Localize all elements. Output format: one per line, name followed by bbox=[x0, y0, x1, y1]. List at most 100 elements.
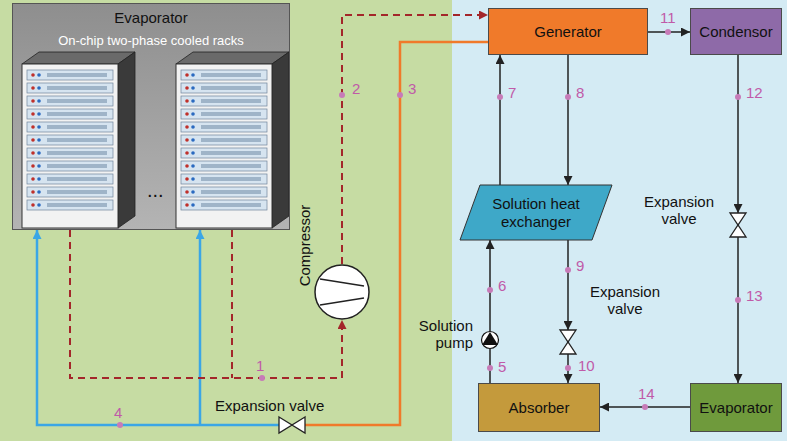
shelf-dot bbox=[185, 164, 189, 168]
shelf-slot bbox=[201, 203, 261, 207]
state-number: 12 bbox=[746, 84, 763, 101]
state-number: 8 bbox=[576, 84, 584, 101]
right-region bbox=[452, 0, 787, 441]
valveH-shape bbox=[279, 417, 305, 433]
shelf-slot bbox=[201, 138, 261, 142]
shelf-dot bbox=[31, 112, 35, 116]
shelf-slot bbox=[201, 177, 261, 181]
server-shelf bbox=[27, 135, 113, 145]
region-title: Evaporator bbox=[114, 9, 187, 27]
shelf-dot bbox=[37, 73, 41, 77]
shelf-slot bbox=[201, 99, 261, 103]
server-shelf bbox=[181, 187, 267, 197]
shelf-dot bbox=[185, 138, 189, 142]
server-shelf bbox=[181, 122, 267, 132]
state-number: 7 bbox=[508, 84, 516, 101]
expansion-valve: Expansion valve bbox=[560, 330, 576, 354]
state-number: 2 bbox=[352, 80, 360, 97]
node-label: Expansion valve bbox=[634, 193, 724, 227]
shelf-slot bbox=[47, 138, 107, 142]
state-number: 13 bbox=[746, 287, 763, 304]
shelf-slot bbox=[201, 73, 261, 77]
shelf-slot bbox=[47, 73, 107, 77]
state-number: 5 bbox=[498, 358, 506, 375]
node-label: Solution heat exchanger bbox=[481, 195, 591, 231]
server-shelf bbox=[27, 109, 113, 119]
shelf-dot bbox=[31, 73, 35, 77]
comp-shape bbox=[314, 264, 370, 320]
shelf-dot bbox=[37, 112, 41, 116]
shelf-dot bbox=[37, 177, 41, 181]
expansion-valve: Expansion valve bbox=[730, 213, 746, 237]
flow-line bbox=[37, 230, 279, 425]
valveV-shape bbox=[560, 330, 576, 354]
evaporator-box: Evaporator bbox=[690, 383, 782, 432]
state-point bbox=[339, 92, 345, 98]
state-number: 9 bbox=[576, 257, 584, 274]
server-shelf bbox=[27, 200, 113, 210]
state-number: 14 bbox=[638, 385, 655, 402]
state-point bbox=[397, 92, 403, 98]
flow-line bbox=[737, 237, 739, 383]
server-shelf bbox=[27, 187, 113, 197]
flow-line bbox=[567, 240, 569, 330]
shelf-dot bbox=[31, 138, 35, 142]
valveV-shape bbox=[730, 213, 746, 237]
server-shelf bbox=[181, 96, 267, 106]
server-shelf bbox=[181, 135, 267, 145]
server-shelf bbox=[27, 122, 113, 132]
pump-symbol: Solution pump bbox=[481, 331, 499, 349]
shelf-dot bbox=[37, 164, 41, 168]
shelf-dot bbox=[31, 86, 35, 90]
shelf-dot bbox=[185, 112, 189, 116]
shelf-dot bbox=[185, 203, 189, 207]
shelf-slot bbox=[201, 86, 261, 90]
flow-line bbox=[489, 240, 491, 331]
node-label: Absorber bbox=[509, 399, 570, 417]
state-point bbox=[735, 94, 741, 100]
shelf-slot bbox=[47, 86, 107, 90]
server-shelf bbox=[181, 109, 267, 119]
flow-line bbox=[737, 55, 739, 213]
condenser-box: Condensor bbox=[690, 8, 782, 55]
state-point bbox=[565, 94, 571, 100]
shelf-dot bbox=[185, 190, 189, 194]
shelf-slot bbox=[47, 112, 107, 116]
node-label: Solution pump bbox=[403, 317, 473, 351]
shelf-slot bbox=[47, 177, 107, 181]
shelf-dot bbox=[37, 203, 41, 207]
shelf-dot bbox=[37, 125, 41, 129]
state-point bbox=[565, 267, 571, 273]
shelf-dot bbox=[191, 112, 195, 116]
shelf-dot bbox=[191, 164, 195, 168]
shelf-slot bbox=[47, 125, 107, 129]
shelf-dot bbox=[31, 125, 35, 129]
node-label: Evaporator bbox=[699, 399, 772, 417]
server-shelf bbox=[181, 200, 267, 210]
ellipsis-label: ... bbox=[147, 180, 164, 200]
shelf-dot bbox=[31, 164, 35, 168]
vapor-branch bbox=[231, 230, 233, 378]
node-label: Condensor bbox=[699, 23, 772, 41]
server-shelf bbox=[181, 83, 267, 93]
shelf-dot bbox=[185, 125, 189, 129]
state-point bbox=[735, 297, 741, 303]
server-shelf bbox=[27, 96, 113, 106]
state-point bbox=[497, 94, 503, 100]
shelf-dot bbox=[185, 86, 189, 90]
server-shelf bbox=[27, 70, 113, 80]
heat-exchanger: Solution heat exchanger bbox=[459, 185, 613, 240]
region-subtitle: On-chip two-phase cooled racks bbox=[58, 33, 244, 49]
shelf-dot bbox=[191, 125, 195, 129]
shelf-slot bbox=[201, 151, 261, 155]
liquid-branch bbox=[199, 230, 202, 425]
generator-box: Generator bbox=[488, 8, 648, 55]
shelf-dot bbox=[37, 151, 41, 155]
server-shelf bbox=[27, 174, 113, 184]
shelf-slot bbox=[47, 164, 107, 168]
state-number: 1 bbox=[256, 357, 264, 374]
server-shelf bbox=[181, 148, 267, 158]
pump-shape bbox=[481, 331, 499, 349]
node-label: Compressor bbox=[296, 204, 313, 286]
shelf-dot bbox=[191, 151, 195, 155]
